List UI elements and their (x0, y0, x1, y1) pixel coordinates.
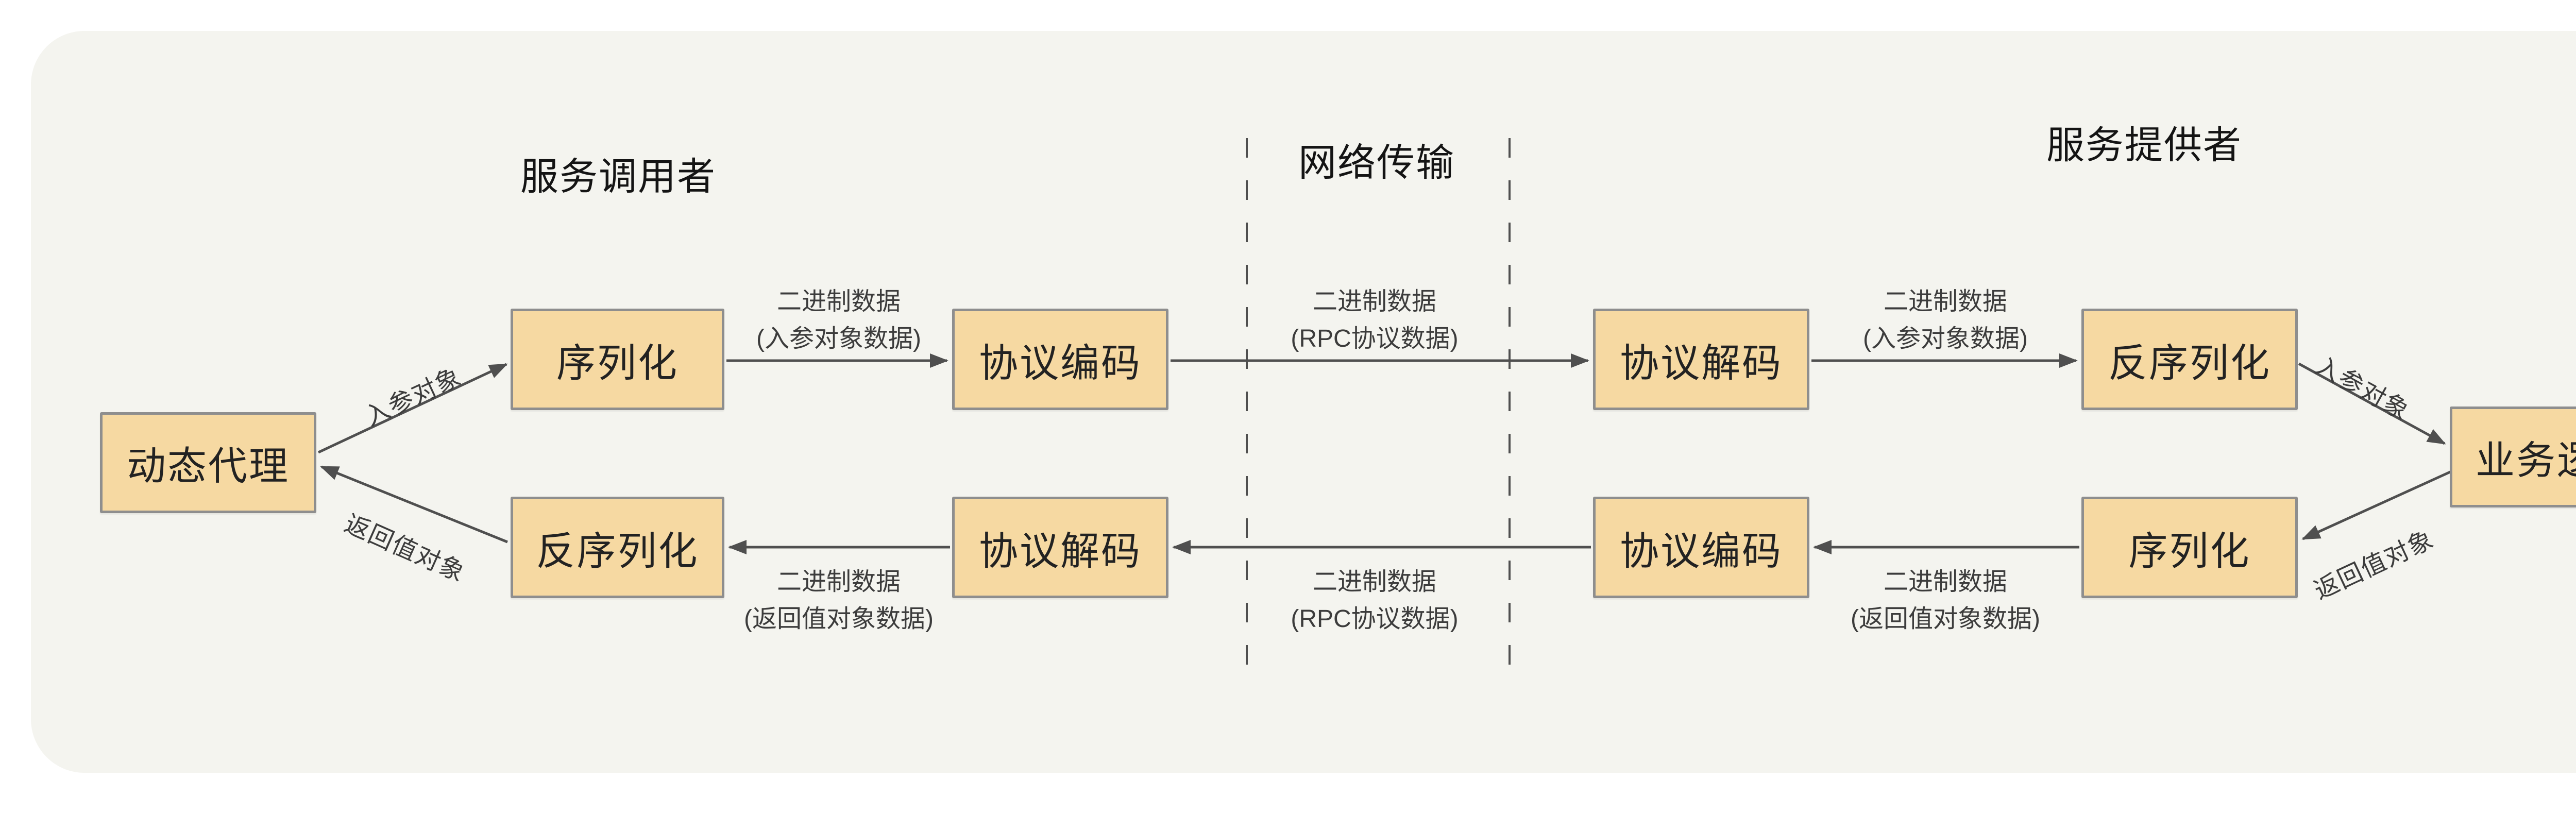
edge-label-line: 二进制数据 (776, 288, 901, 315)
edge-label-line: 二进制数据 (776, 568, 901, 596)
node-provider-serialize: 序列化 (2081, 497, 2298, 598)
edge-label-line: (入参对象数据) (756, 325, 921, 352)
edge-label-line: 二进制数据 (1312, 288, 1437, 315)
node-caller-serialize: 序列化 (511, 309, 724, 410)
edge-label-line: (返回值对象数据) (1851, 605, 2040, 633)
edge-label-line: (RPC协议数据) (1291, 605, 1459, 633)
edge-label-line: 二进制数据 (1883, 288, 2008, 315)
arrow-deserialize-to-proxy (320, 465, 508, 544)
edge-label-line: (返回值对象数据) (744, 605, 934, 633)
node-provider-protocol-encode: 协议编码 (1593, 497, 1809, 598)
edge-label-line: (RPC协议数据) (1291, 325, 1459, 352)
arrow-proxy-to-serialize (317, 363, 508, 454)
edge-label-line: (入参对象数据) (1863, 325, 2028, 352)
edge-label-caller-response-binary: 二进制数据 (返回值对象数据) (744, 564, 934, 638)
node-caller-protocol-encode: 协议编码 (952, 309, 1168, 410)
edge-label-provider-request-binary: 二进制数据 (入参对象数据) (1863, 283, 2028, 358)
arrow-deserialize-to-business (2298, 362, 2446, 445)
header-network-transport: 网络传输 (1298, 141, 1455, 184)
node-dynamic-proxy: 动态代理 (100, 412, 316, 513)
edge-label-line: 二进制数据 (1312, 568, 1437, 596)
node-caller-deserialize: 反序列化 (511, 497, 724, 598)
edge-label-provider-response-binary: 二进制数据 (返回值对象数据) (1851, 564, 2040, 638)
node-provider-deserialize: 反序列化 (2081, 309, 2298, 410)
edge-label-network-response-binary: 二进制数据 (RPC协议数据) (1291, 564, 1458, 638)
header-service-caller: 服务调用者 (520, 155, 716, 198)
node-provider-protocol-decode: 协议解码 (1593, 309, 1809, 410)
header-service-provider: 服务提供者 (2046, 124, 2242, 166)
edge-label-caller-request-binary: 二进制数据 (入参对象数据) (756, 283, 921, 358)
arrow-business-to-serialize (2301, 470, 2452, 540)
node-caller-protocol-decode: 协议解码 (952, 497, 1168, 598)
node-business-logic: 业务逻辑 (2450, 406, 2576, 507)
edge-label-line: 二进制数据 (1883, 568, 2008, 596)
edge-label-network-request-binary: 二进制数据 (RPC协议数据) (1291, 283, 1458, 358)
